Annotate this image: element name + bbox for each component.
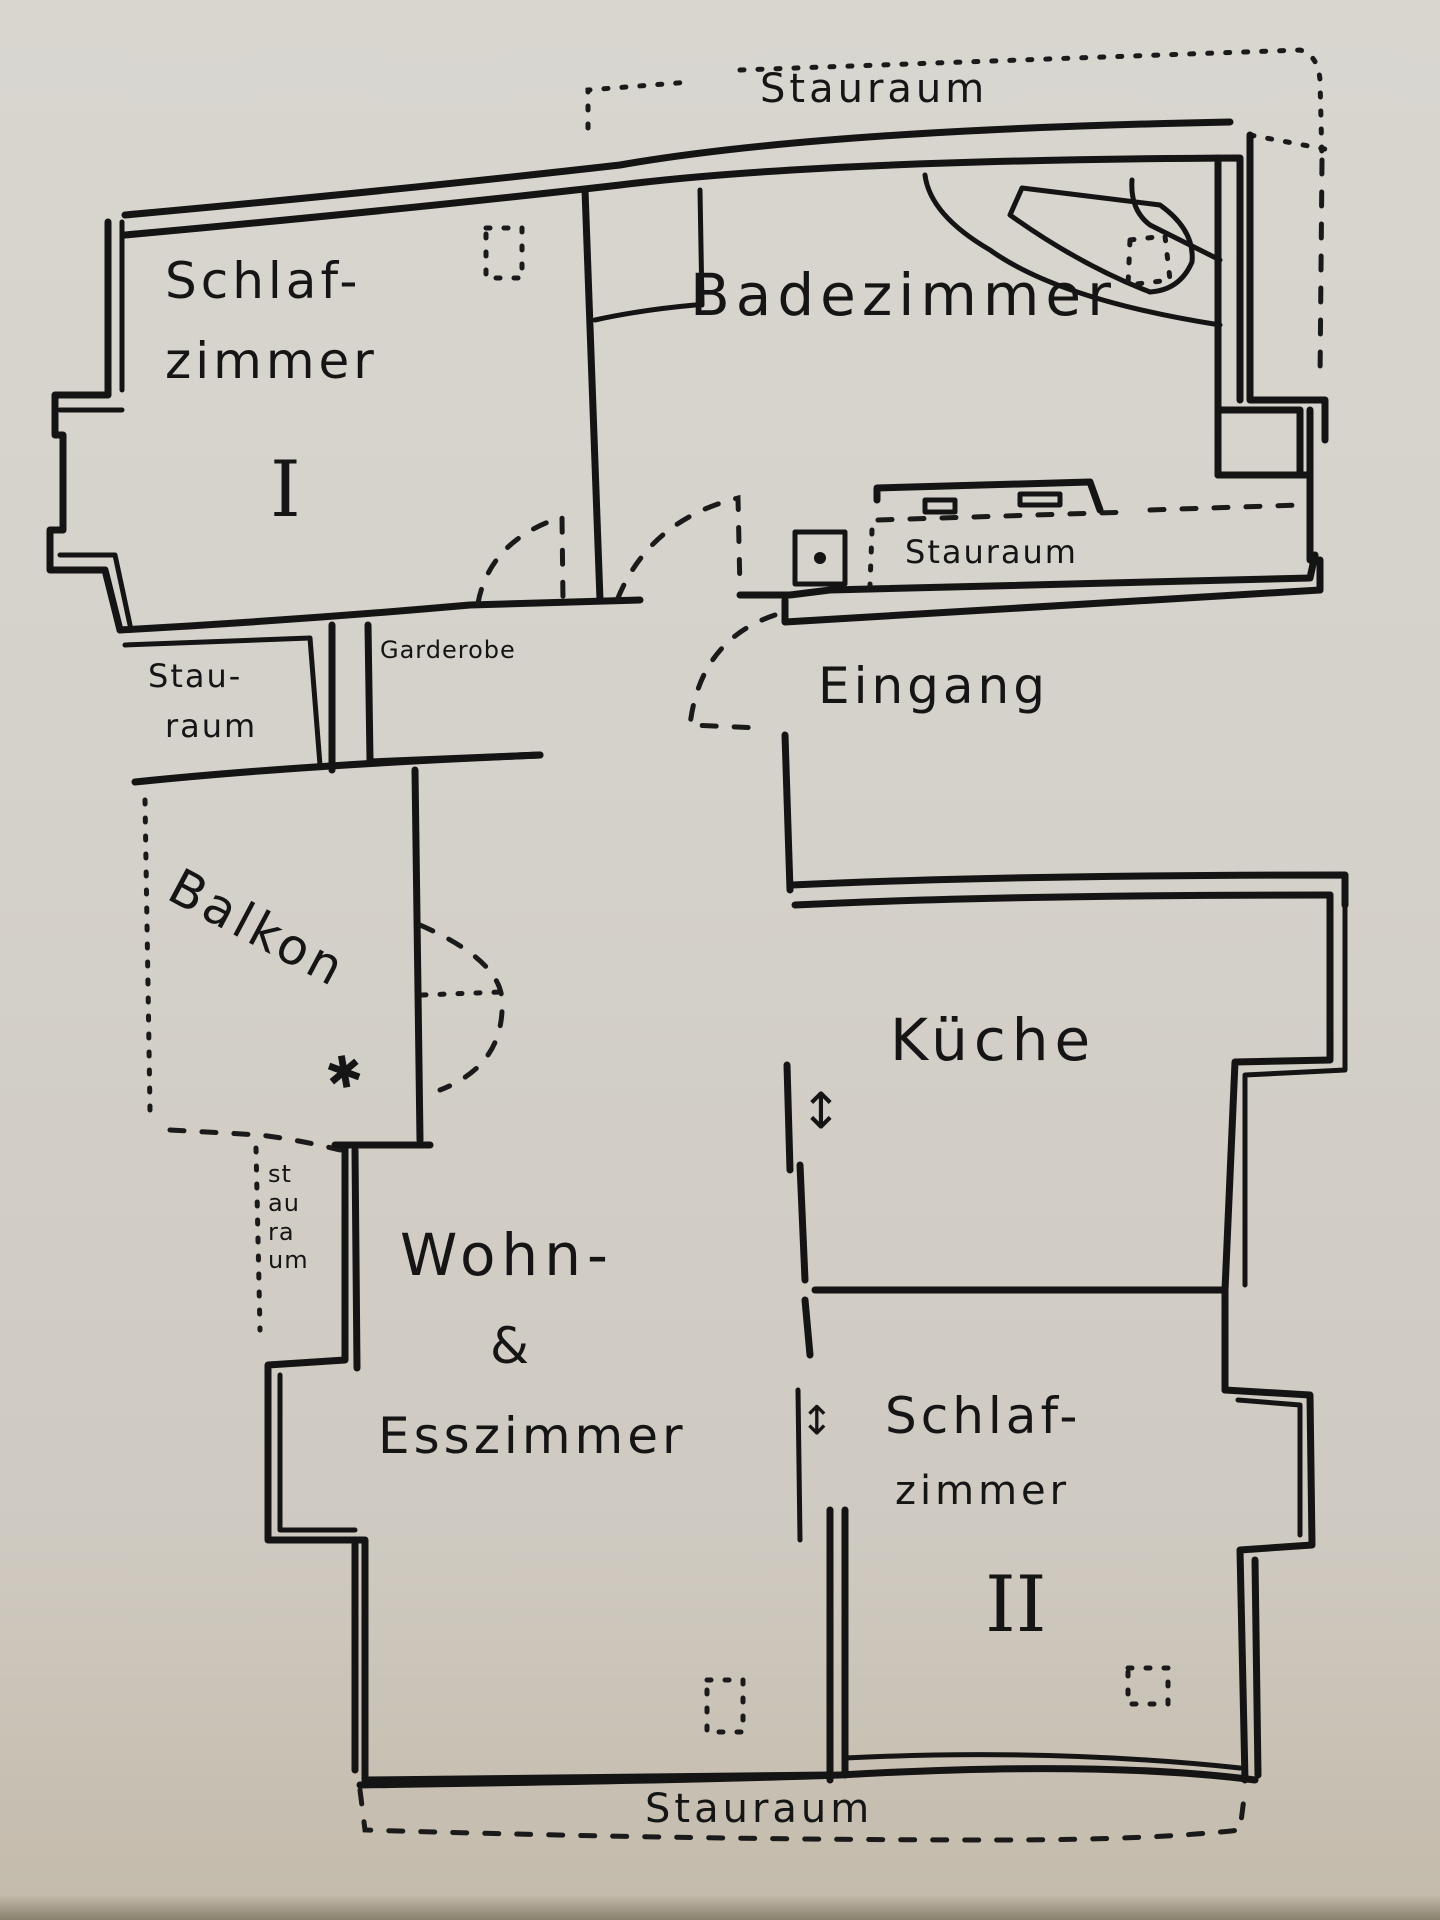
top-outer-wall (121, 118, 1234, 219)
outlet-box (792, 529, 848, 587)
room-label-storage-bottom: Stauraum (645, 1786, 874, 1832)
living-room-outer-wall (264, 1376, 834, 1784)
room-label-living-line2: & (490, 1317, 533, 1375)
bottom-outer-wall (356, 1765, 1259, 1789)
room-label-storage-top: Stauraum (760, 66, 989, 112)
top-inner-wall (121, 154, 1244, 404)
room-label-bathroom: Badezimmer (690, 261, 1117, 329)
sliding-door-arrow-icon: ↕ (800, 1082, 846, 1140)
furniture-marker-bedroom2 (1125, 1665, 1171, 1707)
room-label-bedroom2-line2: zimmer (895, 1468, 1071, 1514)
outlet-icon (814, 552, 826, 564)
room-label-living-line3: Esszimmer (378, 1407, 687, 1465)
furniture-marker-living (704, 1677, 746, 1735)
room-label-living-line1: Wohn- (400, 1221, 614, 1289)
sliding-door-arrow-icon-2: ↕ (800, 1398, 838, 1444)
room-label-storage-bath: Stauraum (905, 533, 1078, 571)
bedroom1-bath-divider (581, 186, 604, 604)
room-label-kitchen: Küche (890, 1006, 1097, 1074)
balcony-boundary (142, 797, 153, 1113)
furniture-marker-bedroom1 (483, 225, 525, 281)
storage-top-right-boundary (1317, 157, 1325, 383)
room-label-entrance: Eingang (818, 657, 1049, 715)
plant-icon: ✱ (321, 1043, 373, 1102)
room-label-storage-left-line2: raum (165, 707, 258, 745)
room-label-bedroom1-line2: zimmer (165, 332, 378, 390)
bathtub (1007, 185, 1195, 295)
table-edge-shadow (0, 1895, 1440, 1920)
bedroom1-left-wall (46, 218, 124, 634)
room-label-bedroom2-line1: Schlaf- (885, 1387, 1082, 1445)
room-label-storage-vertical: st au ra um (268, 1160, 309, 1275)
storage-top-boundary (585, 47, 1325, 163)
entry-door-swing (687, 612, 778, 731)
room-number-bedroom1: I (270, 445, 301, 535)
room-number-bedroom2: II (985, 1560, 1047, 1650)
storage-bottom-boundary (357, 1787, 1248, 1843)
room-label-wardrobe: Garderobe (380, 636, 516, 664)
room-label-bedroom1-line1: Schlaf- (165, 252, 362, 310)
room-label-storage-left-line1: Stau- (148, 657, 243, 695)
